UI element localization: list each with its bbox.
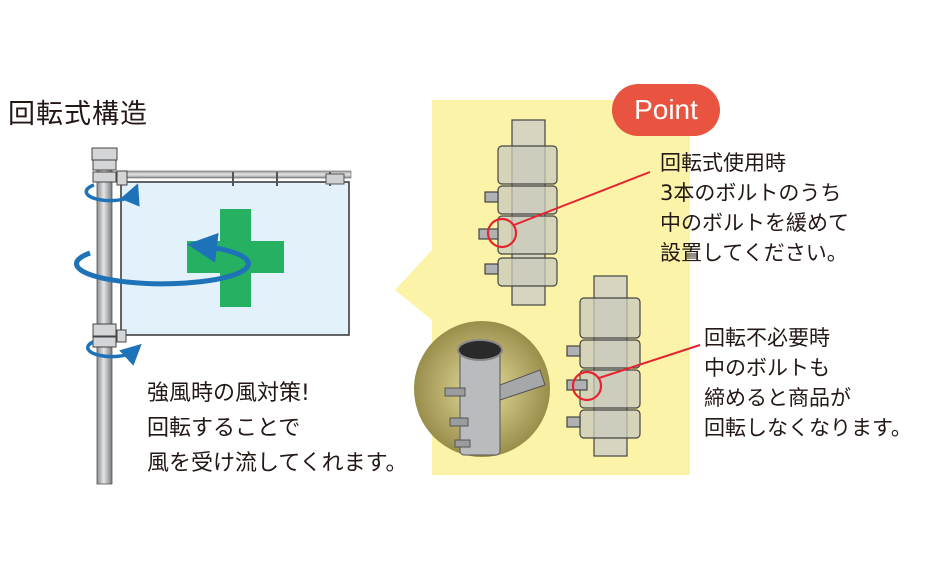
fixed-note: 回転不必要時 中のボルトも 締めると商品が 回転しなくなります。 — [704, 326, 912, 440]
rotation-arrow-icon — [86, 340, 142, 366]
bracket-photo — [414, 321, 550, 457]
rotation-arrow-icon — [74, 232, 251, 287]
rotation-arrow-icon — [84, 183, 140, 207]
swivel-note: 回転式使用時 3本のボルトのうち 中のボルトを緩めて 設置してください。 — [660, 151, 849, 265]
diagram-title: 回転式構造 — [8, 99, 148, 130]
flag-arm — [117, 170, 352, 179]
cross-symbol — [187, 209, 284, 307]
wind-caption: 強風時の風対策! 回転することで 風を受け流してくれます。 — [147, 381, 408, 476]
bolt-circle-fixed — [571, 370, 603, 402]
leader-line — [513, 171, 651, 226]
top-bracket — [91, 147, 128, 186]
bracket-detail-swivel — [478, 119, 558, 306]
rotation-arrows — [74, 183, 251, 366]
point-badge: Point — [612, 84, 720, 136]
bolt-circle-swivel — [486, 217, 518, 249]
bracket-detail-fixed — [566, 275, 641, 457]
leader-line — [598, 344, 701, 379]
bottom-bracket — [92, 323, 127, 348]
